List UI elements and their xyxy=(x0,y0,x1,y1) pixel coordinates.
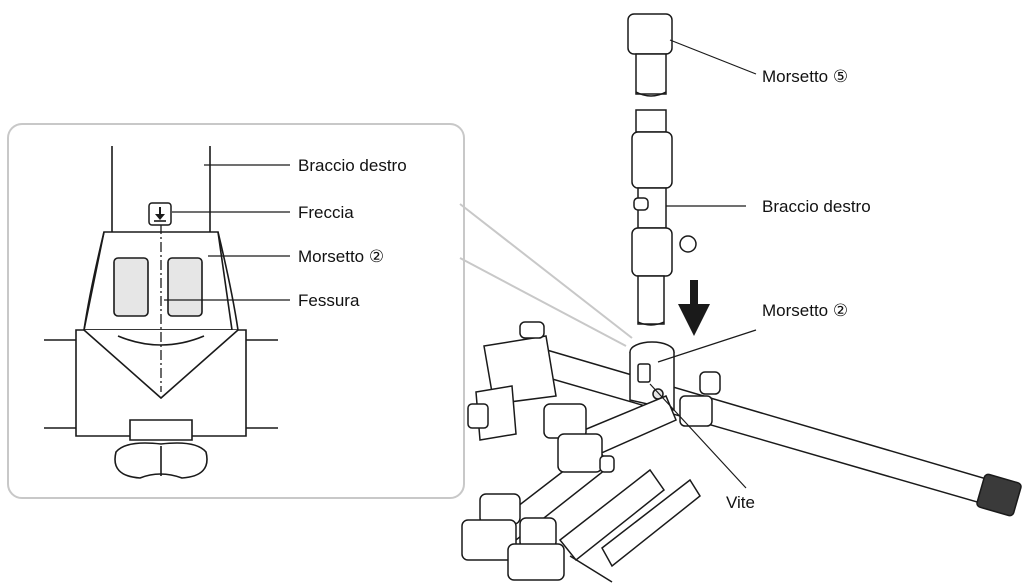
insert-arrow-icon xyxy=(678,280,710,336)
inset-frame xyxy=(7,123,465,499)
main-drawing xyxy=(461,13,1022,583)
lower-legs xyxy=(461,395,701,583)
down-arrow-icon xyxy=(148,202,172,226)
label-clamp-2-main: Morsetto ② xyxy=(762,301,848,320)
inset-callout-line-lower xyxy=(459,257,627,347)
right-arm-tube xyxy=(627,13,697,326)
inset-leaders xyxy=(164,164,290,301)
label-clamp-5: Morsetto ⑤ xyxy=(762,67,848,86)
label-right-arm-main: Braccio destro xyxy=(762,197,871,216)
clamp-2-main xyxy=(629,341,721,427)
label-clamp-inset: Morsetto ② xyxy=(298,247,384,266)
left-clamps xyxy=(467,321,557,441)
label-right-arm-inset: Braccio destro xyxy=(298,156,407,175)
label-slot-inset: Fessura xyxy=(298,291,360,310)
inset-callout-line-upper xyxy=(459,203,633,339)
label-arrow-inset: Freccia xyxy=(298,203,354,222)
inset-panel: Braccio destro Freccia Morsetto ② Fessur… xyxy=(7,123,633,499)
main-leaders xyxy=(649,39,757,489)
label-screw: Vite xyxy=(726,493,755,512)
